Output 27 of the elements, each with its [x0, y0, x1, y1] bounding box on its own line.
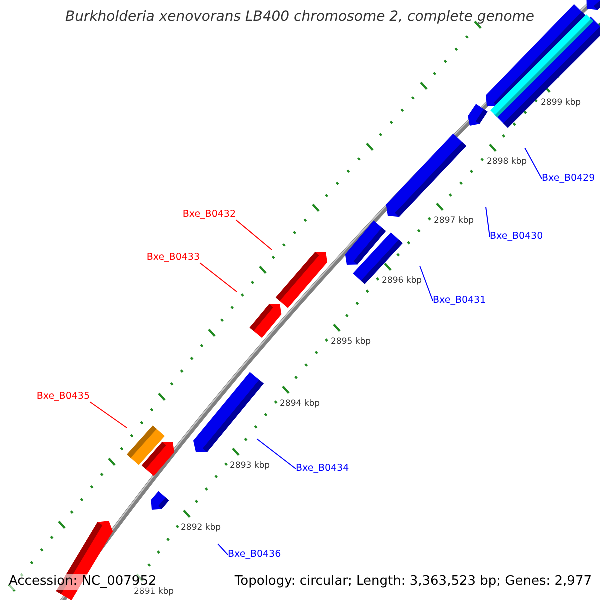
position-label: 2899 kbp	[541, 98, 582, 109]
leader-line	[236, 220, 272, 250]
leader-line	[200, 262, 238, 292]
gene-label: Bxe_B0429	[542, 171, 596, 187]
gene-label: Bxe_B0433	[146, 250, 200, 266]
leader-line	[256, 438, 296, 470]
leader-line	[524, 148, 542, 180]
leader-line	[218, 544, 228, 556]
leader-line	[420, 266, 434, 302]
position-label: 2894 kbp	[280, 399, 320, 410]
position-label: 2895 kbp	[331, 337, 372, 348]
position-label: 2896 kbp	[382, 276, 422, 287]
gene-label: Bxe_B0430	[490, 229, 544, 245]
gene-label: Bxe_B0432	[182, 207, 236, 223]
gene-label: Bxe_B0431	[433, 293, 486, 309]
leader-line	[90, 402, 128, 428]
genome-info-label: Topology: circular; Length: 3,363,523 bp; Genes: 2,977	[234, 574, 592, 590]
gene-label: Bxe_B0436	[228, 547, 282, 563]
position-label: 2891 kbp	[134, 587, 174, 598]
title: Burkholderia xenovorans LB400 chromosome 2, complete genome	[64, 8, 536, 27]
gene-label: Bxe_B0435	[36, 389, 90, 405]
leader-line	[486, 206, 490, 238]
position-label: 2898 kbp	[487, 157, 528, 168]
position-label: 2893 kbp	[230, 461, 270, 472]
position-label: 2892 kbp	[181, 523, 222, 534]
gene-label: Bxe_B0434	[296, 461, 350, 477]
position-label: 2897 kbp	[434, 216, 474, 227]
